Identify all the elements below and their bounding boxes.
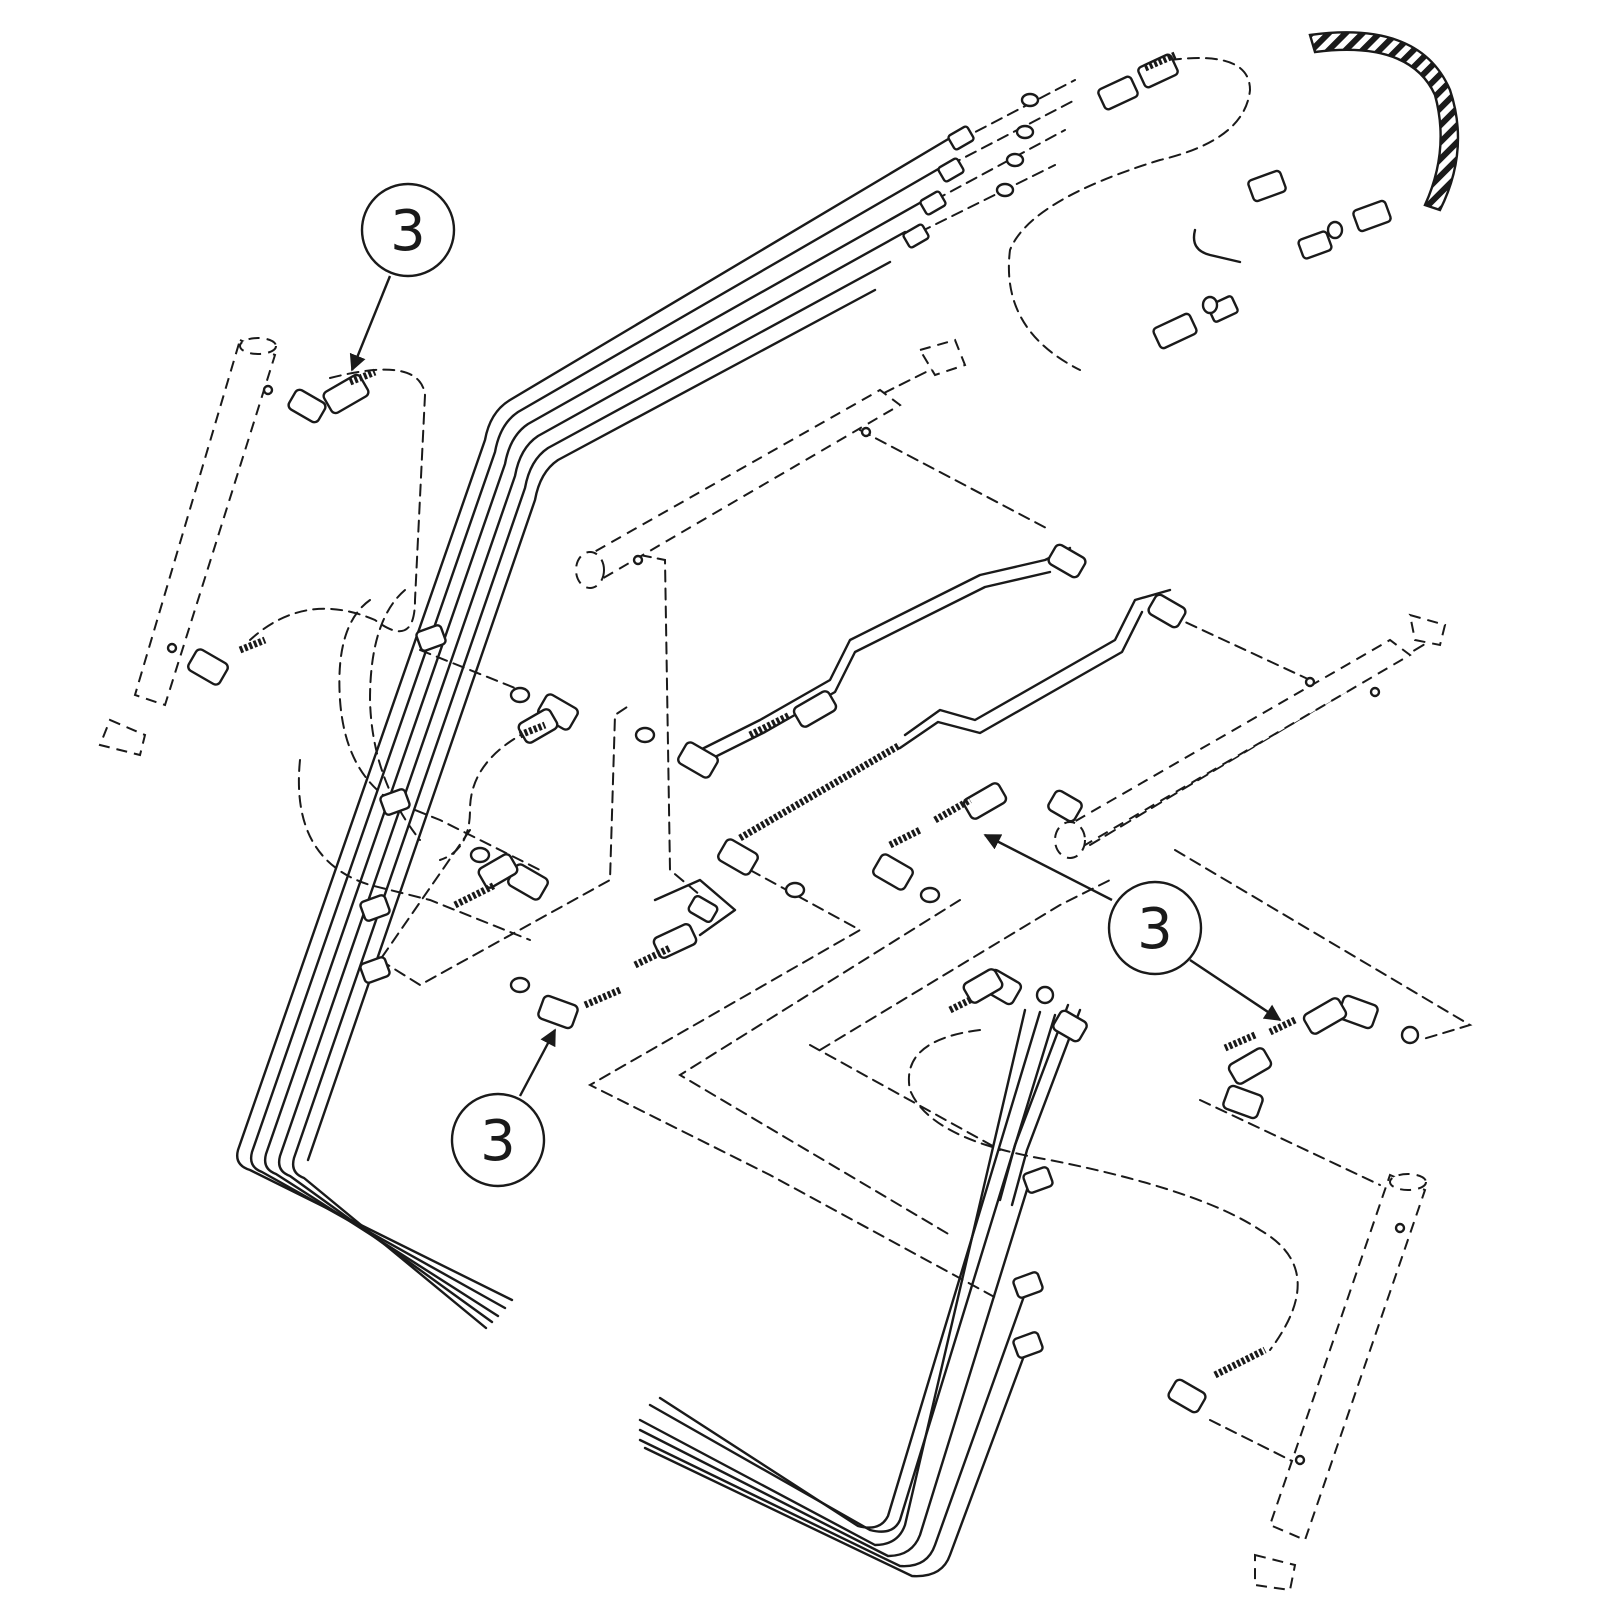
left-tube-bundle	[236, 136, 952, 1330]
callout-label: 3	[1137, 897, 1173, 962]
callout-circle	[1107, 880, 1203, 976]
middle-tubes	[653, 228, 1242, 1207]
braided-hose	[1308, 31, 1460, 212]
callout-circle	[360, 182, 456, 278]
cylinder-upper-left	[98, 337, 277, 757]
callout-label: 3	[480, 1109, 516, 1174]
hose-segments	[238, 51, 1297, 1379]
cylinder-middle-right	[1054, 613, 1447, 859]
fittings	[187, 53, 1392, 1414]
o-rings	[469, 92, 1420, 1045]
right-tube-bundle	[638, 1008, 1057, 1578]
callout-circle	[450, 1092, 546, 1188]
callout-lower-left: 3	[450, 1028, 557, 1188]
dashed-connection-lines	[249, 57, 1473, 1466]
callout-right: 3	[983, 833, 1282, 1021]
callout-label: 3	[390, 199, 426, 264]
cylinder-lower-right	[1254, 1173, 1427, 1592]
cylinder-middle-upper	[575, 338, 967, 589]
callout-upper-left: 3	[349, 182, 456, 372]
